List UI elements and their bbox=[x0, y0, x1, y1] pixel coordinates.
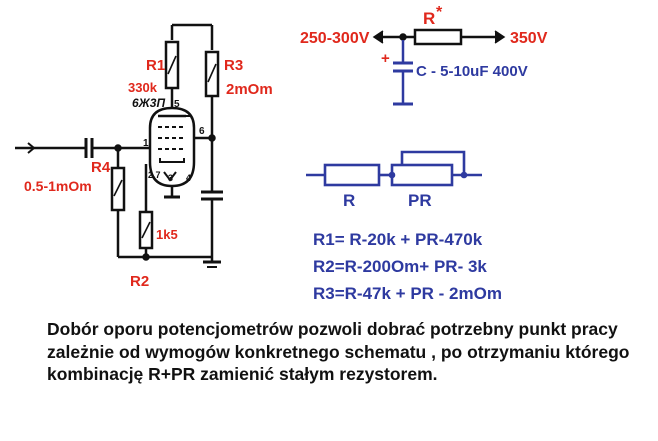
r4-value: 0.5-1mOm bbox=[24, 178, 92, 194]
tube-type-label: 6Ж3П bbox=[132, 96, 165, 110]
r2-label: R2 bbox=[130, 273, 149, 290]
cathode-resistor-value: 1k5 bbox=[156, 227, 178, 242]
supply-capacitor bbox=[393, 40, 413, 106]
pin-5-label: 5 bbox=[174, 99, 180, 110]
combo-r-label: R bbox=[343, 191, 355, 210]
supply-left-voltage: 250-300V bbox=[300, 30, 370, 47]
formula-r2: R2=R-200Om+ PR- 3k bbox=[313, 257, 487, 276]
pin-1-label: 1 bbox=[143, 138, 149, 149]
dropper-resistor-mark: * bbox=[436, 4, 443, 21]
formula-r3: R3=R-47k + PR - 2mOm bbox=[313, 284, 502, 303]
combo-pr-label: PR bbox=[408, 191, 432, 210]
supply-right-voltage: 350V bbox=[510, 30, 548, 47]
tube-heater bbox=[163, 171, 177, 182]
r4-label: R4 bbox=[91, 159, 111, 176]
tube-amplifier-schematic bbox=[15, 23, 223, 268]
combo-resistor bbox=[323, 163, 381, 187]
r3-value: 2mOm bbox=[226, 81, 273, 98]
formula-r1: R1= R-20k + PR-470k bbox=[313, 230, 483, 249]
potentiometer-wiper bbox=[400, 150, 466, 175]
supply-dropper-diagram bbox=[372, 28, 506, 46]
r1-label: R1 bbox=[146, 57, 165, 74]
combo-potentiometer bbox=[390, 163, 454, 187]
description-note: Dobór oporu potencjometrów pozwoli dobra… bbox=[47, 319, 630, 384]
dropper-resistor-label: R bbox=[423, 9, 435, 28]
dropper-resistor bbox=[413, 28, 463, 46]
capacitor-plus: + bbox=[381, 50, 390, 67]
r-pr-combination bbox=[306, 150, 482, 187]
pin-6-label: 6 bbox=[199, 126, 205, 137]
capacitor-spec: C - 5-10uF 400V bbox=[416, 63, 528, 80]
pin-2-7-label: 2,7 bbox=[148, 170, 161, 180]
r1-value: 330k bbox=[128, 80, 158, 95]
tube-cathode bbox=[159, 158, 185, 163]
pin-3-label: 3 bbox=[168, 173, 173, 183]
pin-4-label: 4 bbox=[186, 173, 191, 183]
r3-label: R3 bbox=[224, 57, 243, 74]
